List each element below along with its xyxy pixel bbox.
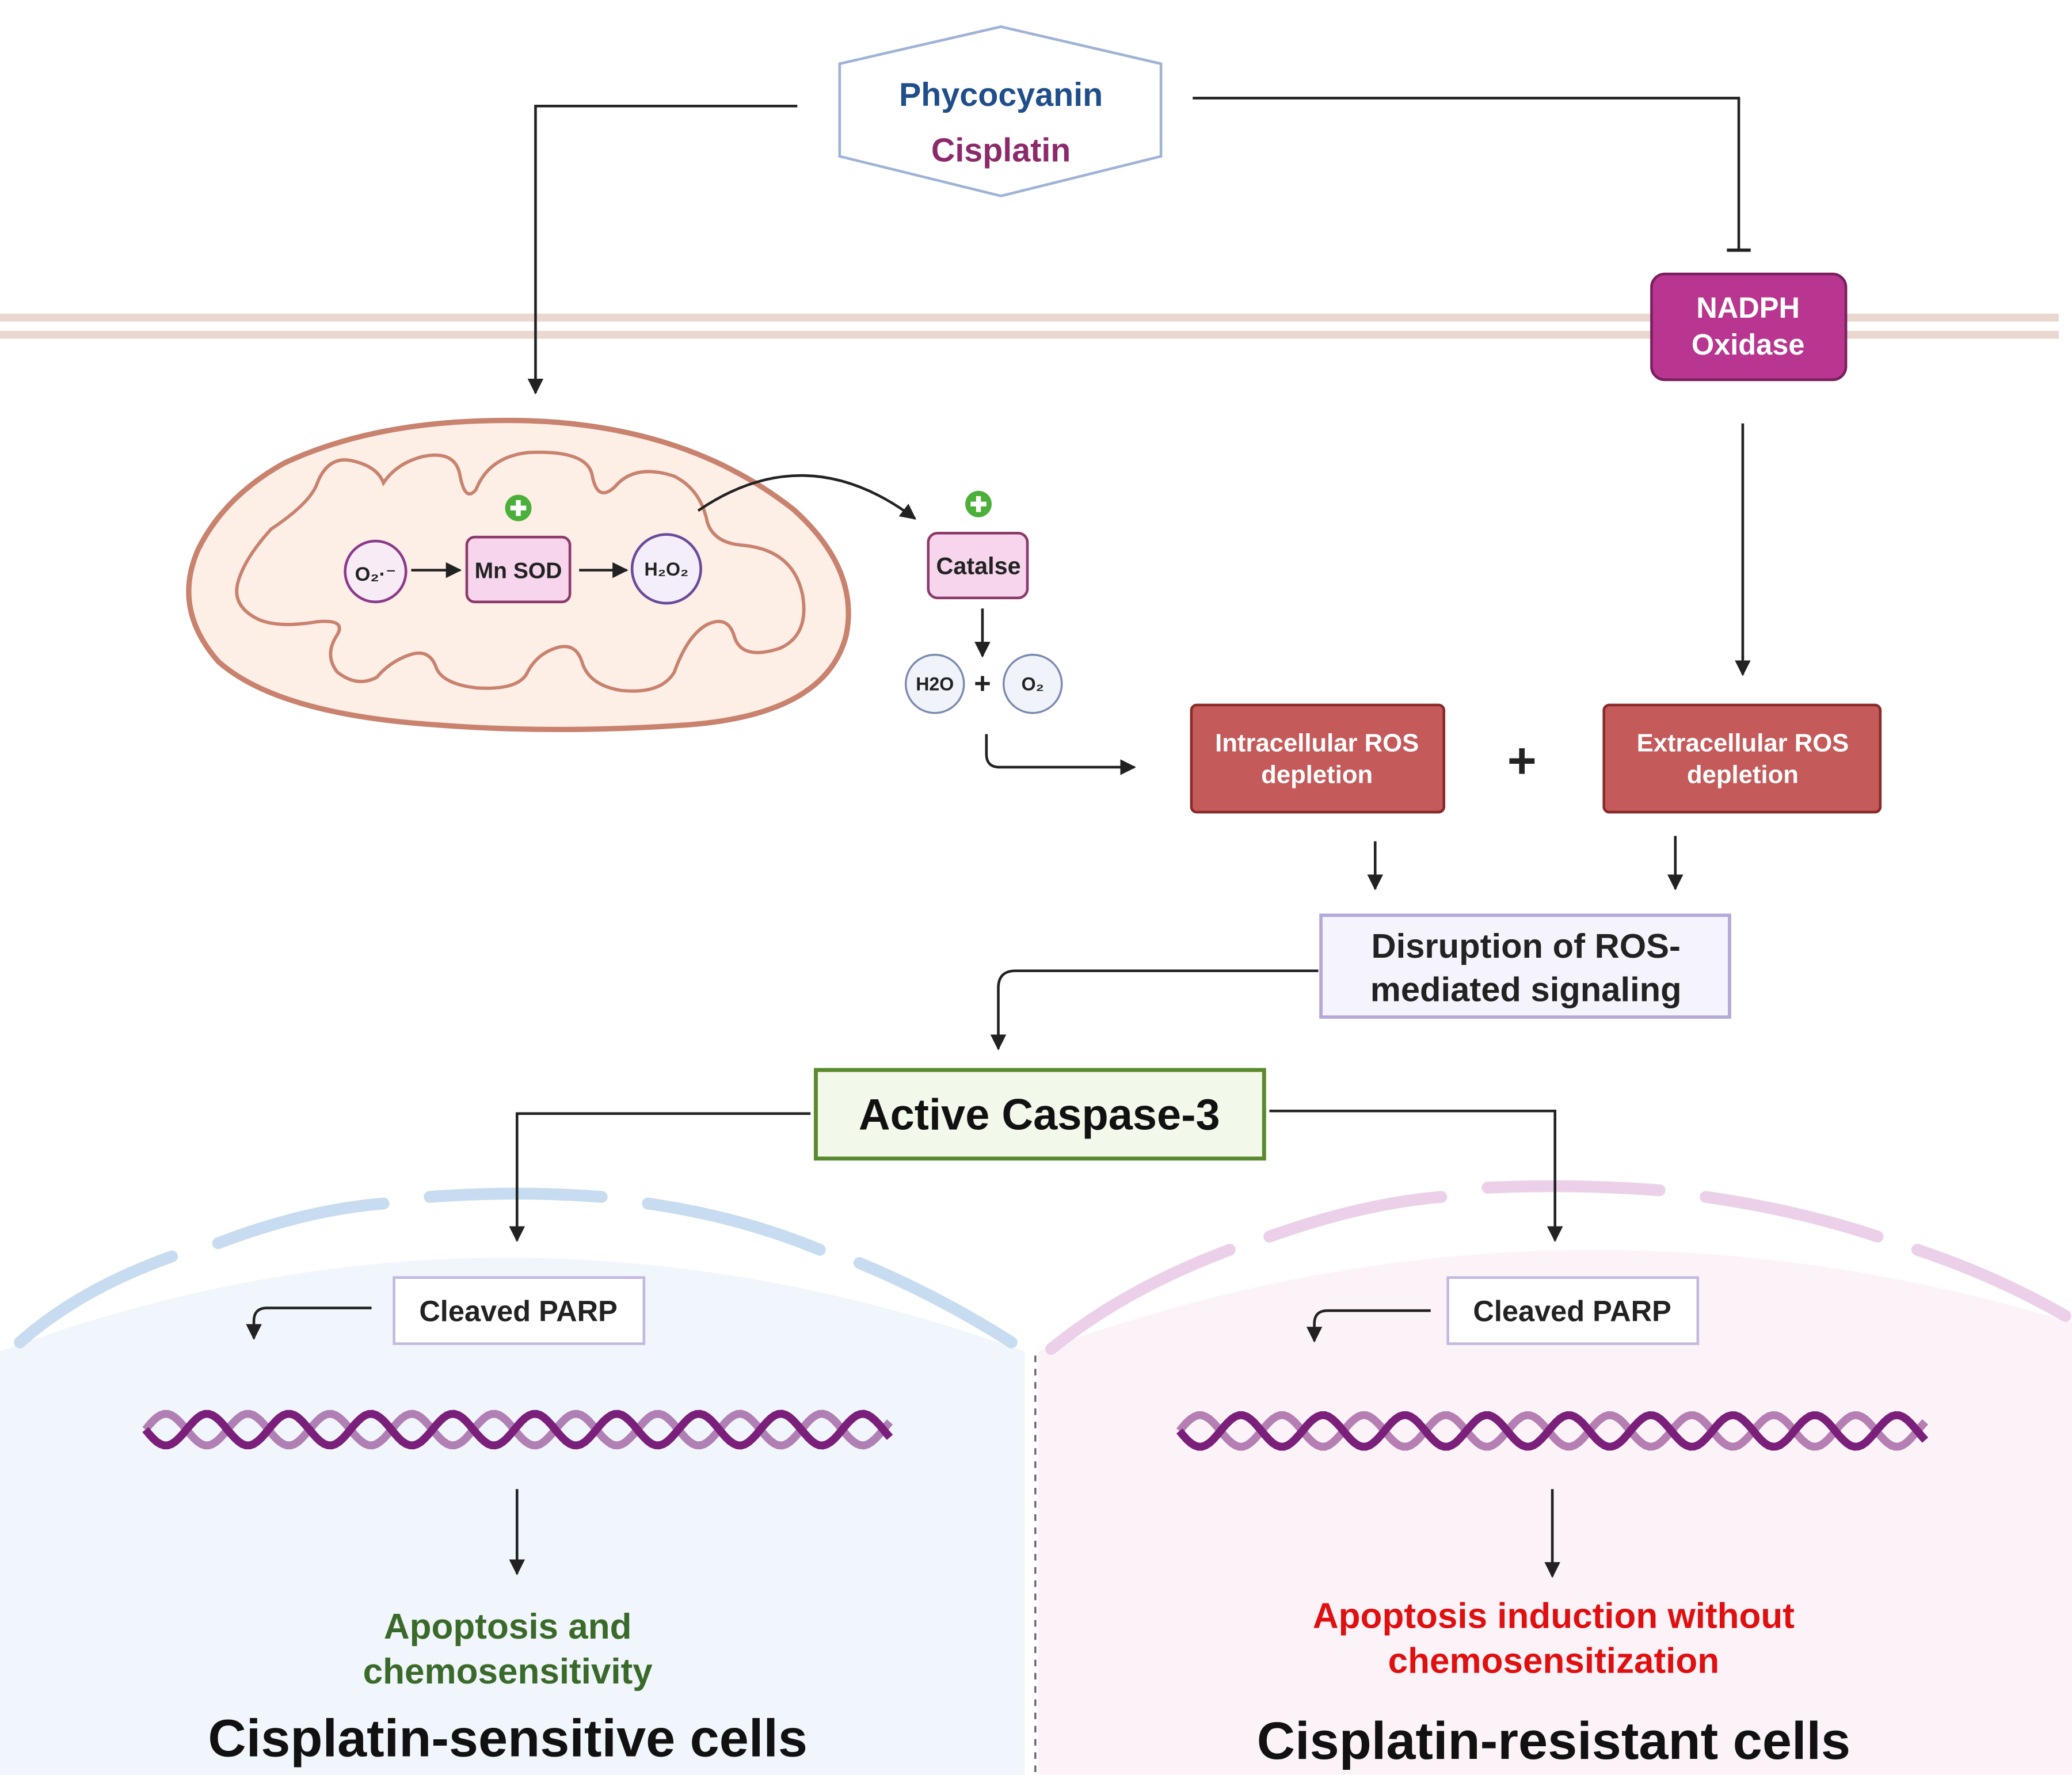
resistant-cell-membrane <box>1045 1180 2071 1355</box>
intracellular-ros-box: Intracellular ROS depletion <box>1190 703 1446 814</box>
mnsod-upregulation-icon <box>505 494 532 521</box>
products-plus: + <box>974 666 991 699</box>
intra-ros-line1: Intracellular ROS <box>1215 729 1419 757</box>
resistant-cell <box>1038 1180 2072 1775</box>
mnsod-label: Mn SOD <box>475 558 562 583</box>
resistant-parp-arrow <box>1306 1309 1431 1343</box>
sensitive-parp-label: Cleaved PARP <box>419 1295 618 1328</box>
h2o2-circle: H₂O₂ <box>630 533 702 605</box>
sensitive-outcome-line1: Apoptosis and <box>384 1607 632 1647</box>
extracellular-ros-box: Extracellular ROS depletion <box>1602 703 1882 814</box>
superoxide-label: O₂·⁻ <box>355 563 397 585</box>
dna-strand <box>142 1410 893 1450</box>
water-circle: H2O <box>904 653 965 714</box>
caspase-to-resistant-arrow <box>1269 1109 1563 1243</box>
caspase-box: Active Caspase-3 <box>814 1068 1266 1161</box>
plasma-membrane <box>0 313 2059 339</box>
caspase-to-sensitive-arrow <box>509 1112 811 1243</box>
nadph-label-line2: Oxidase <box>1692 328 1805 361</box>
dna-strand <box>1176 1411 1929 1451</box>
disruption-line2: mediated signaling <box>1370 970 1682 1009</box>
disruption-line1: Disruption of ROS- <box>1371 927 1680 965</box>
intra-ros-line2: depletion <box>1261 761 1373 789</box>
extra-ros-line1: Extracellular ROS <box>1637 729 1849 757</box>
nadph-label-line1: NADPH <box>1696 291 1800 324</box>
phycocyanin-label: Phycocyanin <box>899 77 1103 113</box>
sensitive-title: Cisplatin-sensitive cells <box>208 1709 808 1768</box>
drug-hexagon: Phycocyanin Cisplatin <box>838 25 1163 197</box>
resistant-parp-label: Cleaved PARP <box>1473 1295 1671 1328</box>
water-label: H2O <box>916 674 954 695</box>
extra-ros-line2: depletion <box>1687 761 1799 789</box>
caspase-label: Active Caspase-3 <box>859 1090 1220 1139</box>
drug-inhibits-nadph-line <box>1193 97 1740 249</box>
products-to-intra-arrow <box>985 734 1136 775</box>
catalase-label: Catalse <box>936 553 1021 580</box>
h2o2-to-catalase-arrow <box>697 474 916 520</box>
catalase-box: Catalse <box>927 532 1029 600</box>
ros-plus: + <box>1507 732 1537 789</box>
resistant-outcome-line2: chemosensitization <box>1388 1641 1720 1681</box>
sensitive-parp-box: Cleaved PARP <box>393 1276 646 1345</box>
mnsod-box: Mn SOD <box>465 535 572 604</box>
h2o2-label: H₂O₂ <box>644 559 688 580</box>
drug-to-mito-arrow <box>527 104 798 395</box>
sensitive-cell <box>0 1187 1025 1775</box>
superoxide-circle: O₂·⁻ <box>344 539 407 604</box>
nadph-oxidase-box: NADPH Oxidase <box>1650 272 1848 382</box>
catalase-upregulation-icon <box>965 490 992 517</box>
resistant-parp-box: Cleaved PARP <box>1446 1276 1700 1345</box>
disruption-to-caspase-arrow <box>990 969 1319 1051</box>
resistant-outcome-line1: Apoptosis induction without <box>1313 1597 1795 1636</box>
resistant-title: Cisplatin-resistant cells <box>1257 1712 1850 1770</box>
resistant-dna-icon <box>1176 1411 1929 1451</box>
oxygen-circle: O₂ <box>1002 653 1063 714</box>
disruption-box: Disruption of ROS- mediated signaling <box>1319 913 1731 1019</box>
oxygen-label: O₂ <box>1022 674 1044 695</box>
sensitive-dna-icon <box>142 1410 893 1450</box>
sensitive-parp-arrow <box>246 1307 372 1340</box>
sensitive-outcome-line2: chemosensitivity <box>363 1652 653 1692</box>
cisplatin-label: Cisplatin <box>931 132 1071 169</box>
